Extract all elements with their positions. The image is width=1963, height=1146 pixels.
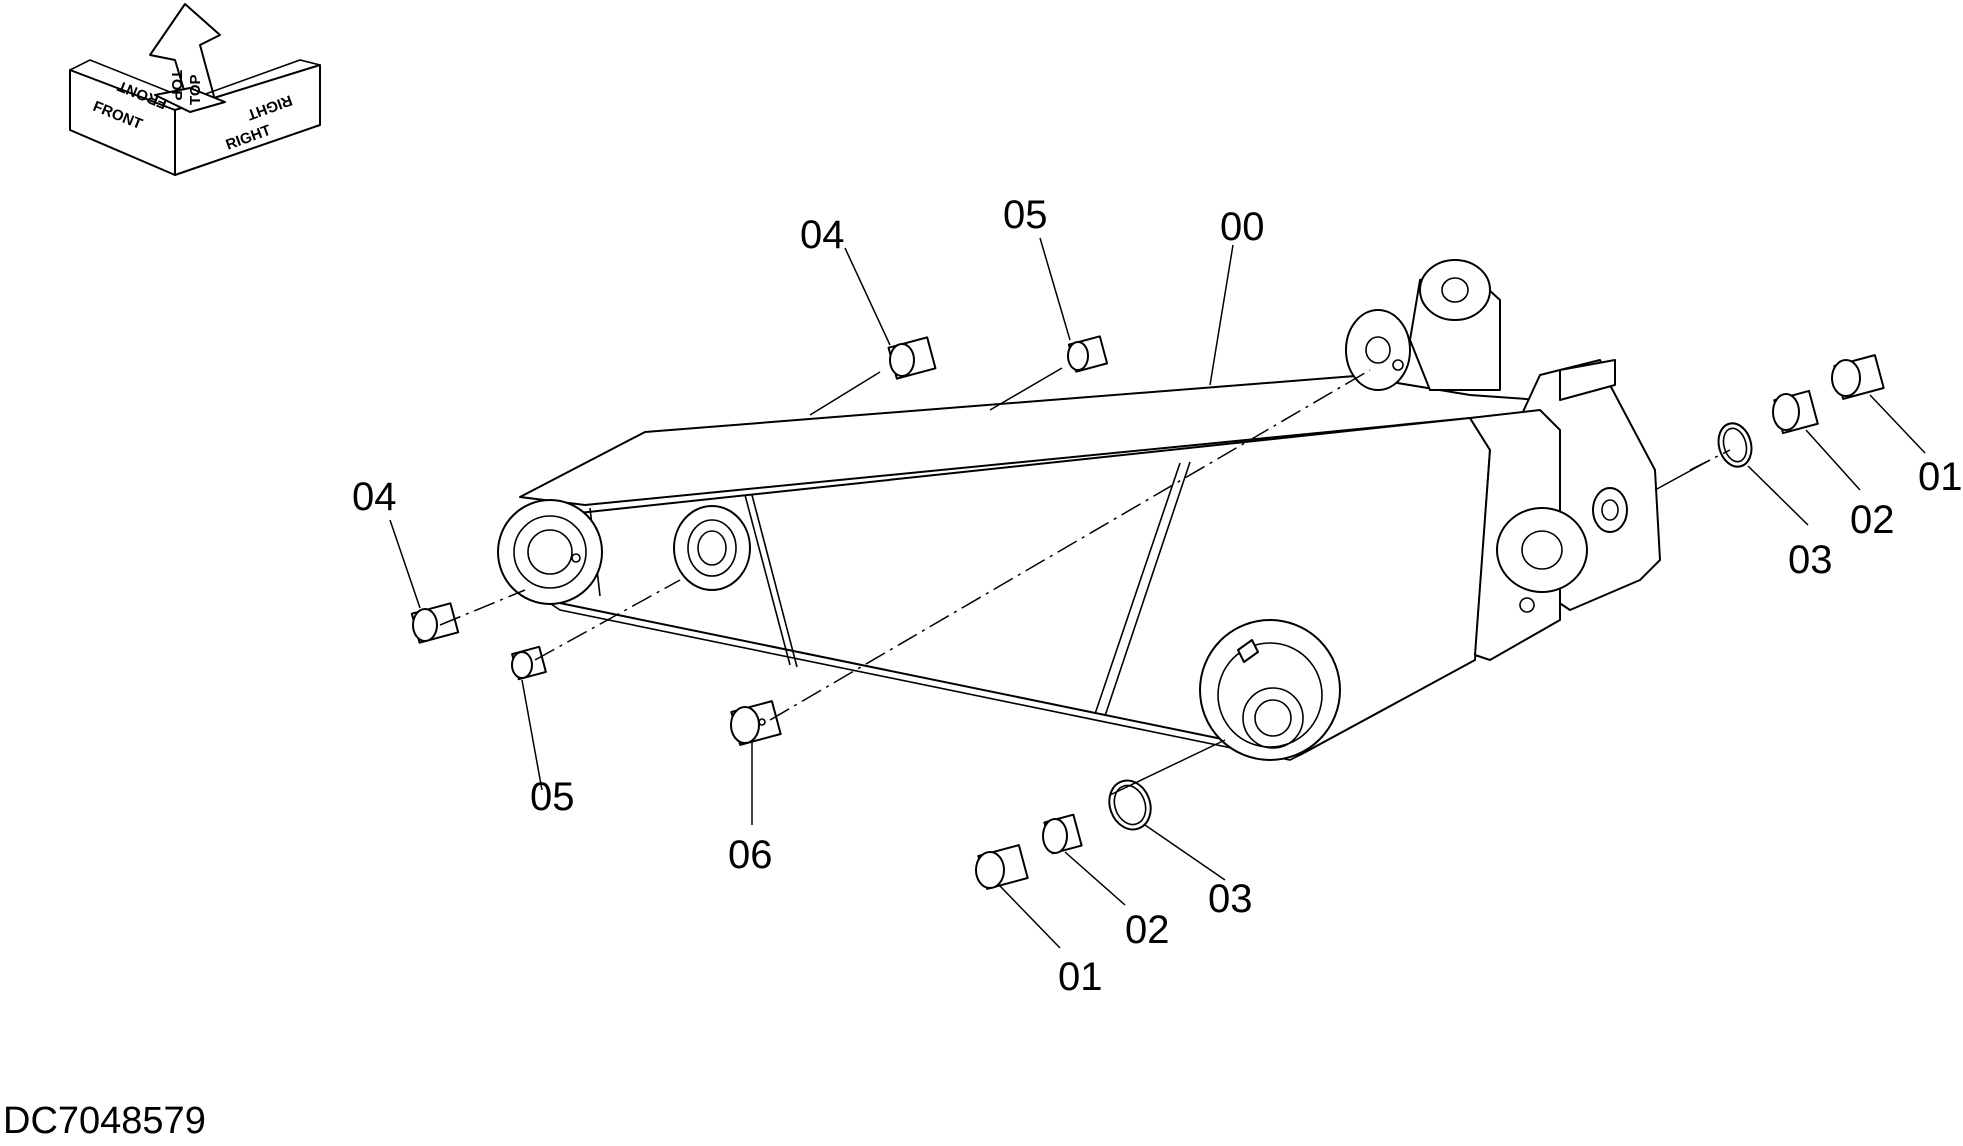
rear-small-boss — [1592, 487, 1628, 533]
drawing-reference: DC7048579 — [3, 1100, 206, 1142]
callout-00: 00 — [1220, 205, 1265, 249]
bushing-01-bottom — [975, 844, 1029, 890]
bushing-05-bottom — [511, 645, 547, 681]
callout-01-bottom: 01 — [1058, 955, 1103, 999]
callout-04-top: 04 — [800, 213, 845, 257]
callout-05-top: 05 — [1003, 193, 1048, 237]
bushing-06 — [730, 700, 782, 746]
callout-02-bottom: 02 — [1125, 908, 1170, 952]
callout-01-right: 01 — [1918, 455, 1963, 499]
rear-lower-boss — [1496, 507, 1588, 593]
orientation-top-label: TOP — [168, 70, 185, 101]
callout-labels: 00 04 05 04 05 06 01 02 03 01 02 03 — [352, 193, 1963, 999]
ring-03-bottom — [1108, 779, 1152, 831]
bushing-04-top — [887, 336, 937, 380]
orientation-top-label-inverted: TOP — [187, 74, 204, 105]
ring-03-right — [1717, 422, 1753, 468]
bushing-05-top — [1067, 335, 1109, 373]
callout-02-right: 02 — [1850, 498, 1895, 542]
callout-03-right: 03 — [1788, 538, 1833, 582]
callout-05-bottom: 05 — [530, 775, 575, 819]
loose-parts — [410, 335, 1885, 890]
upper-boss-front — [1345, 309, 1411, 391]
callout-04-left: 04 — [352, 475, 397, 519]
rear-upper-plate — [1559, 359, 1616, 401]
bushing-04-left — [410, 602, 460, 644]
arm-assembly — [497, 259, 1661, 761]
bushing-01-right — [1831, 354, 1885, 400]
middle-boss — [673, 505, 751, 591]
leader-lines — [389, 237, 1926, 949]
lower-boss — [1199, 619, 1341, 761]
bushing-02-bottom — [1042, 813, 1083, 855]
callout-03-bottom: 03 — [1208, 877, 1253, 921]
bushing-02-right — [1772, 389, 1819, 435]
orientation-symbol: FRONT FRONT TOP TOP RIGHT RIGHT — [69, 3, 321, 176]
callout-06: 06 — [728, 833, 773, 877]
upper-boss-rear — [1419, 259, 1491, 321]
